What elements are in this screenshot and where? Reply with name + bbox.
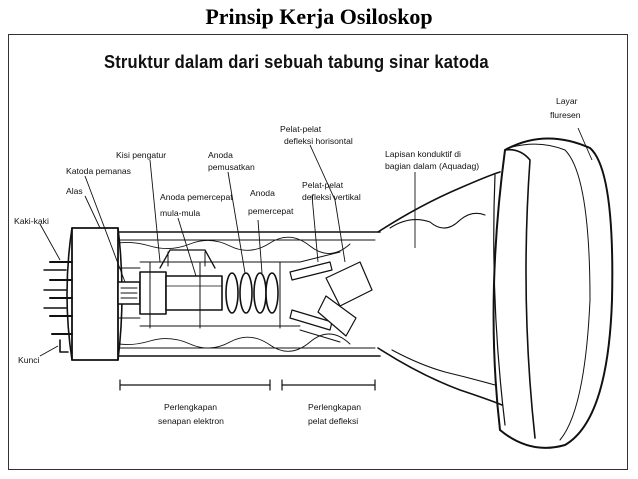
slide-frame <box>8 34 628 470</box>
label-kisi: Kisi pengatur <box>116 150 166 160</box>
label-pelat-horisontal-2: defleksi horisontal <box>284 136 353 146</box>
label-lapisan-1: Lapisan konduktif di <box>385 149 461 159</box>
label-anoda-pemusatkan-1: Anoda <box>208 150 233 160</box>
label-anoda-pemercepat-1: Anoda <box>250 188 275 198</box>
label-layar-2: fluresen <box>550 110 581 120</box>
label-alas: Alas <box>66 186 83 196</box>
label-senapan-2: senapan elektron <box>158 416 224 426</box>
label-senapan-1: Perlengkapan <box>164 402 217 412</box>
label-kaki: Kaki-kaki <box>14 216 49 226</box>
label-anoda-pemercepat-awal-2: mula-mula <box>160 208 200 218</box>
label-pelat-defleksi-1: Perlengkapan <box>308 402 361 412</box>
label-pelat-vertikal-2: defleksi vertikal <box>302 192 361 202</box>
diagram-title: Struktur dalam dari sebuah tabung sinar … <box>104 52 489 72</box>
label-pelat-horisontal-1: Pelat-pelat <box>280 124 322 134</box>
label-anoda-pemusatkan-2: pemusatkan <box>208 162 255 172</box>
label-anoda-pemercepat-awal-1: Anoda pemercepat <box>160 192 233 202</box>
label-pelat-defleksi-2: pelat defleksi <box>308 416 358 426</box>
label-pelat-vertikal-1: Pelat-pelat <box>302 180 344 190</box>
slide-title: Prinsip Kerja Osiloskop <box>205 4 433 29</box>
label-layar-1: Layar <box>556 96 578 106</box>
screen-disc <box>492 137 614 449</box>
label-katoda: Katoda pemanas <box>66 166 131 176</box>
label-kunci: Kunci <box>18 355 40 365</box>
label-lapisan-2: bagian dalam (Aquadag) <box>385 161 479 171</box>
label-anoda-pemercepat-2: pemercepat <box>248 206 294 216</box>
